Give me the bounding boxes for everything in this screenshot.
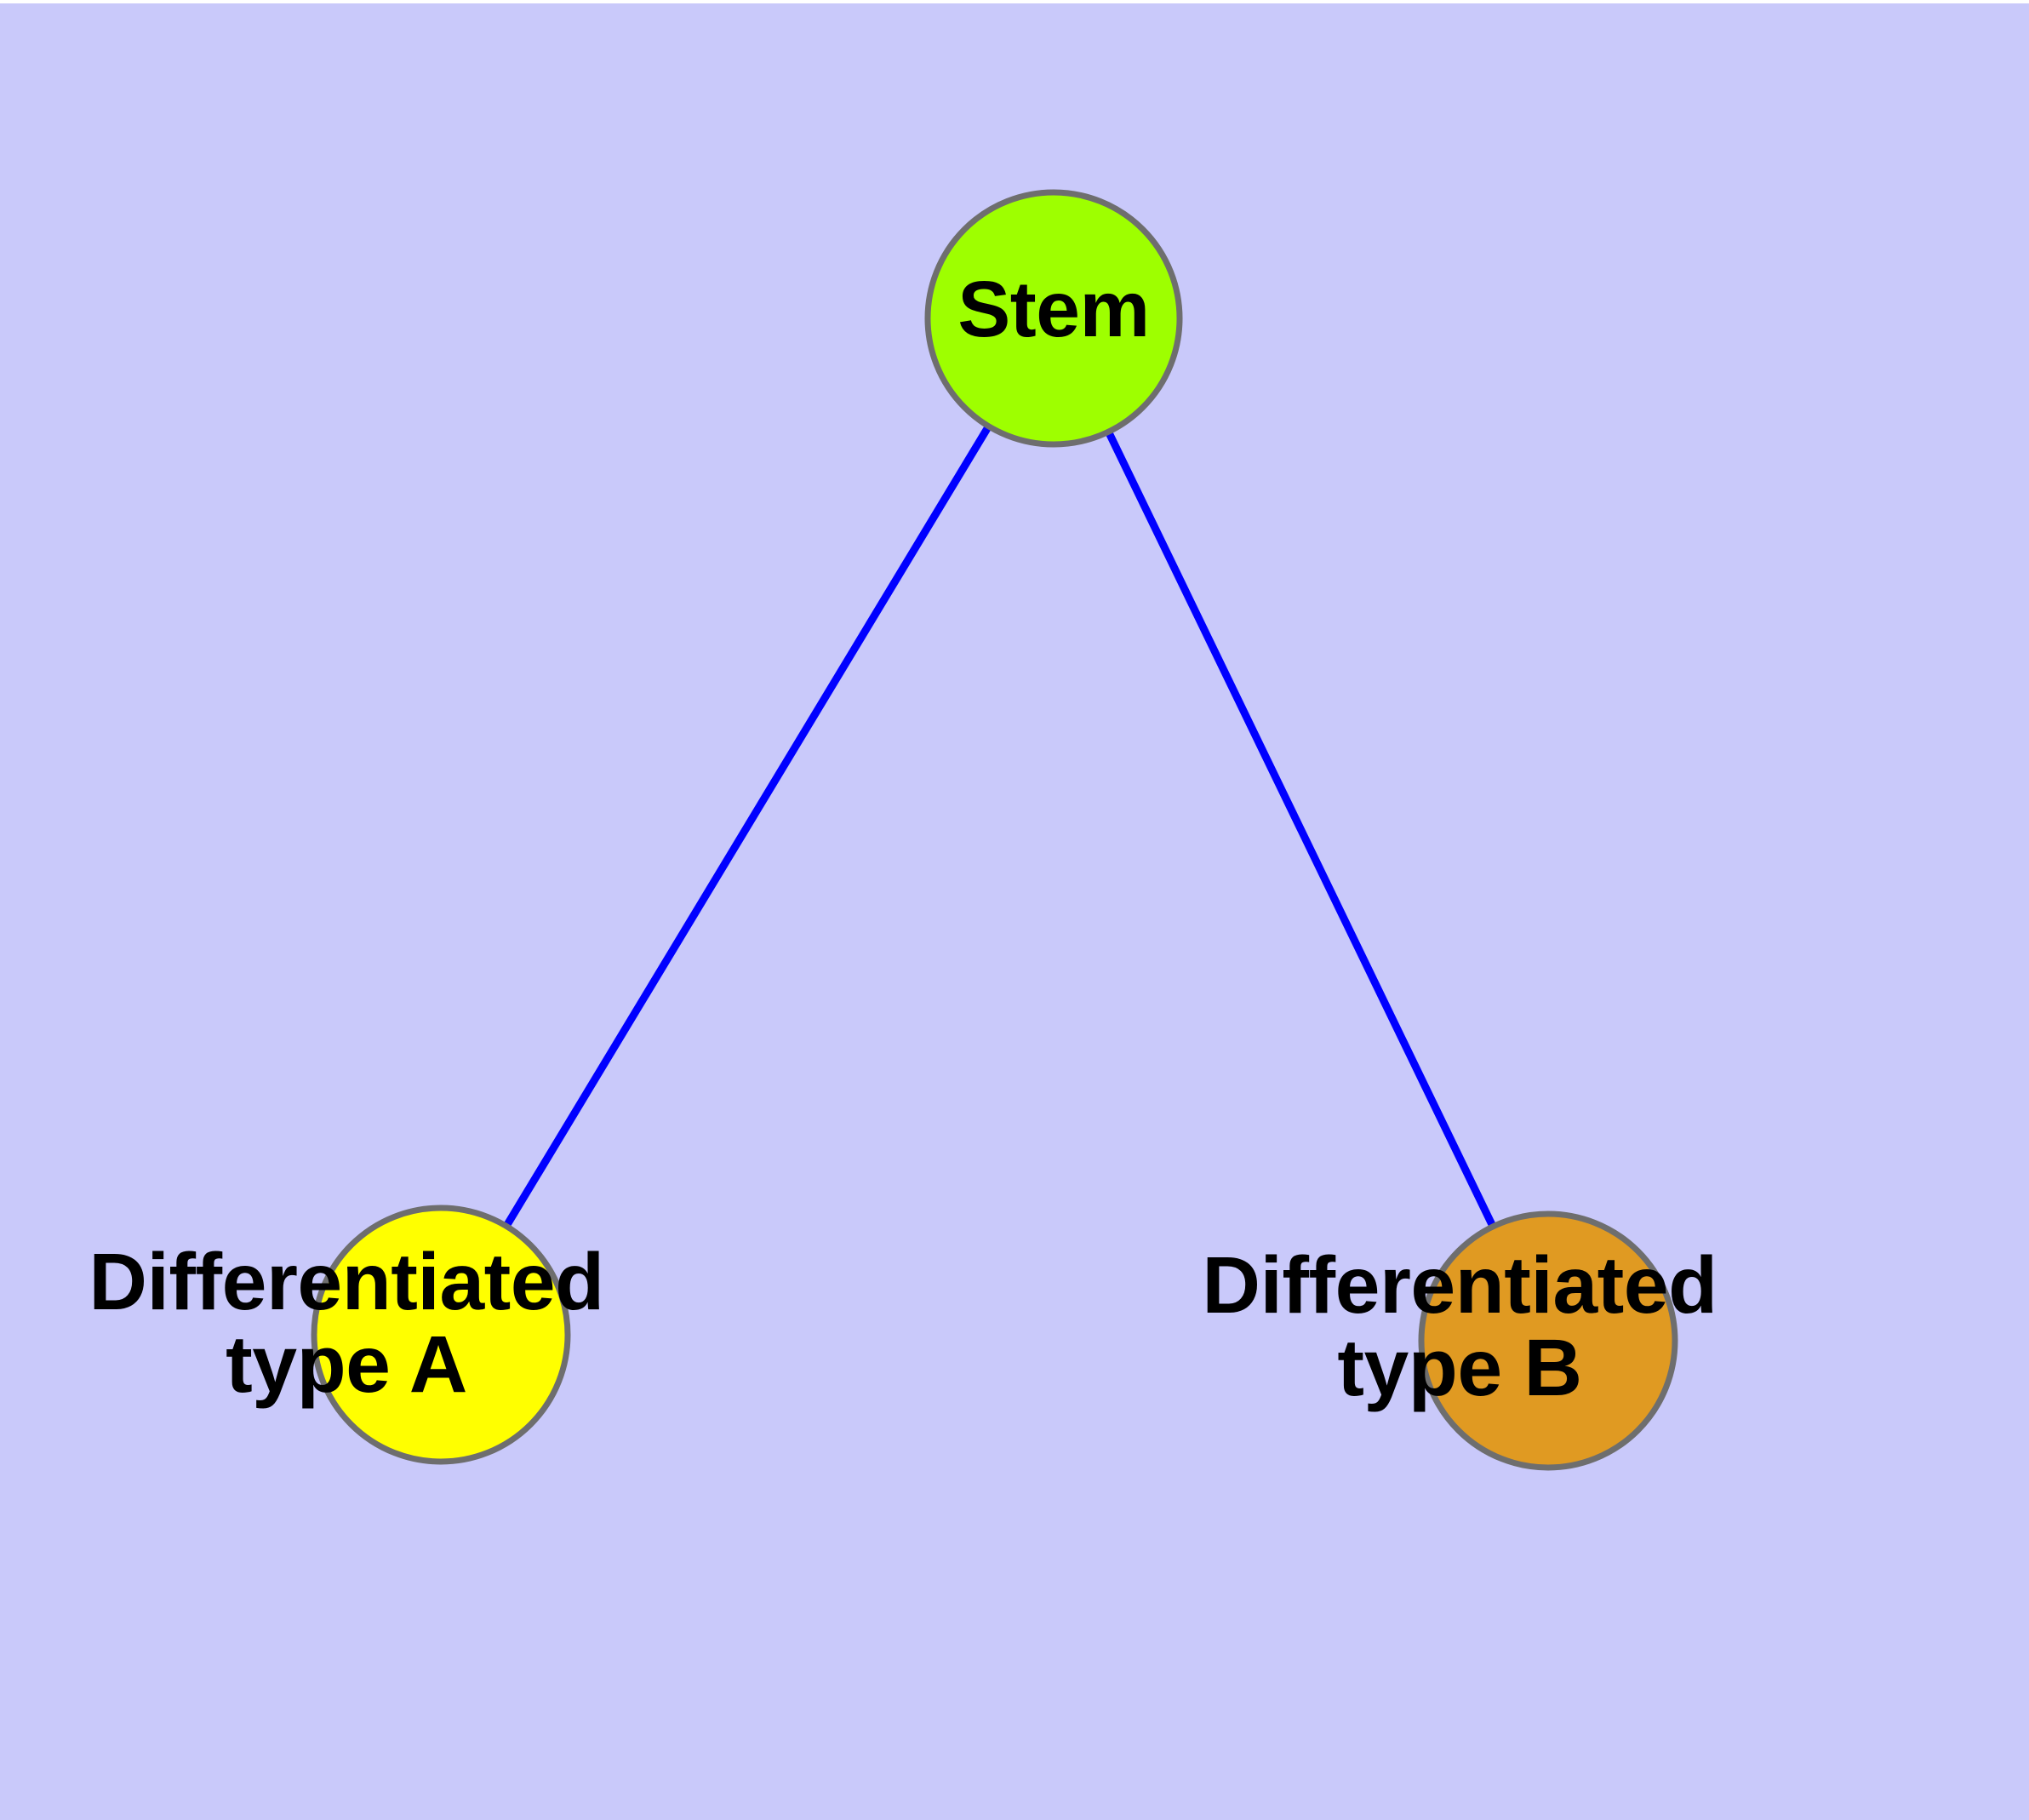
edge-stem-to-diff-b[interactable] bbox=[1049, 317, 1552, 1342]
node-diff-a-circle[interactable] bbox=[311, 1205, 571, 1465]
top-white-strip bbox=[0, 0, 2029, 3]
edges-layer bbox=[437, 316, 1552, 1342]
node-diff-b-circle[interactable] bbox=[1418, 1210, 1678, 1471]
nodes-layer bbox=[311, 189, 1678, 1471]
edge-stem-to-diff-a[interactable] bbox=[437, 316, 1057, 1337]
node-stem-circle[interactable] bbox=[924, 189, 1183, 448]
